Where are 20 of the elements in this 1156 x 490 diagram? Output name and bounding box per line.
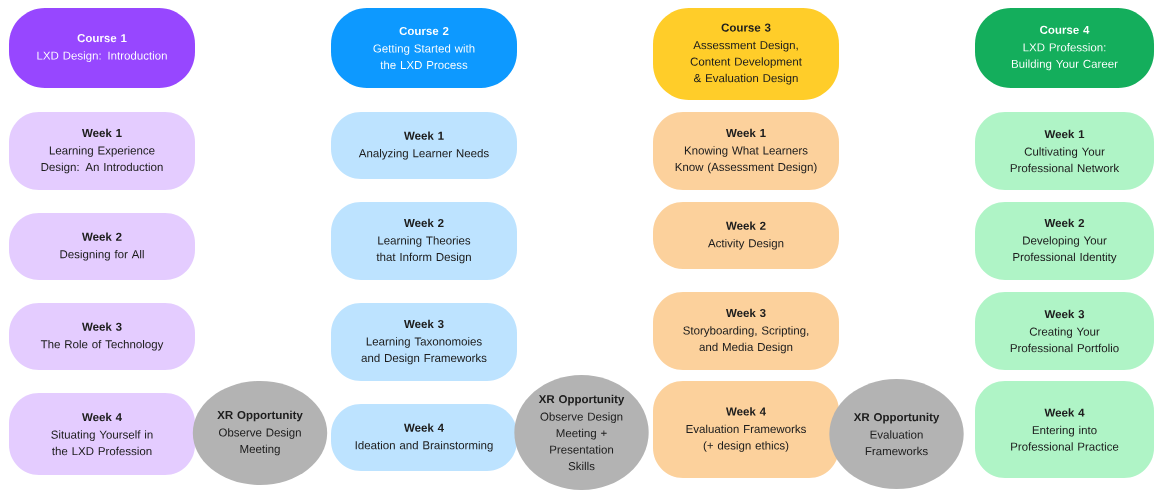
week-box: Week 2 Learning Theories that Inform Design	[331, 202, 517, 280]
week-box: Week 3 Storyboarding, Scripting, and Media Design	[653, 292, 839, 370]
week-box: Week 1 Cultivating Your Professional Network	[975, 112, 1154, 190]
week-box: Week 4 Ideation and Brainstorming	[331, 404, 517, 471]
week-box: Week 1 Analyzing Learner Needs	[331, 112, 517, 179]
week-box: Week 1 Knowing What Learners Know (Assessment Design)	[653, 112, 839, 190]
week-box: Week 4 Situating Yourself in the LXD Profession	[9, 393, 195, 475]
week-box: Week 3 Learning Taxonomoies and Design Frameworks	[331, 303, 517, 381]
course-box: Course 1 LXD Design: Introduction	[9, 8, 195, 88]
week-box: Week 2 Developing Your Professional Identity	[975, 202, 1154, 280]
course-box: Course 2 Getting Started with the LXD Process	[331, 8, 517, 88]
course-box: Course 4 LXD Profession: Building Your Career	[975, 8, 1154, 88]
week-box: Week 3 Creating Your Professional Portfolio	[975, 292, 1154, 370]
week-box: Week 1 Learning Experience Design: An Introduction	[9, 112, 195, 190]
week-box: Week 2 Activity Design	[653, 202, 839, 269]
week-box: Week 3 The Role of Technology	[9, 303, 195, 370]
week-box: Week 4 Entering into Professional Practice	[975, 381, 1154, 478]
week-box: Week 4 Evaluation Frameworks (+ design ethics)	[653, 381, 839, 478]
course-box: Course 3 Assessment Design, Content Development & Evaluation Design	[653, 8, 839, 100]
week-box: Week 2 Designing for All	[9, 213, 195, 280]
